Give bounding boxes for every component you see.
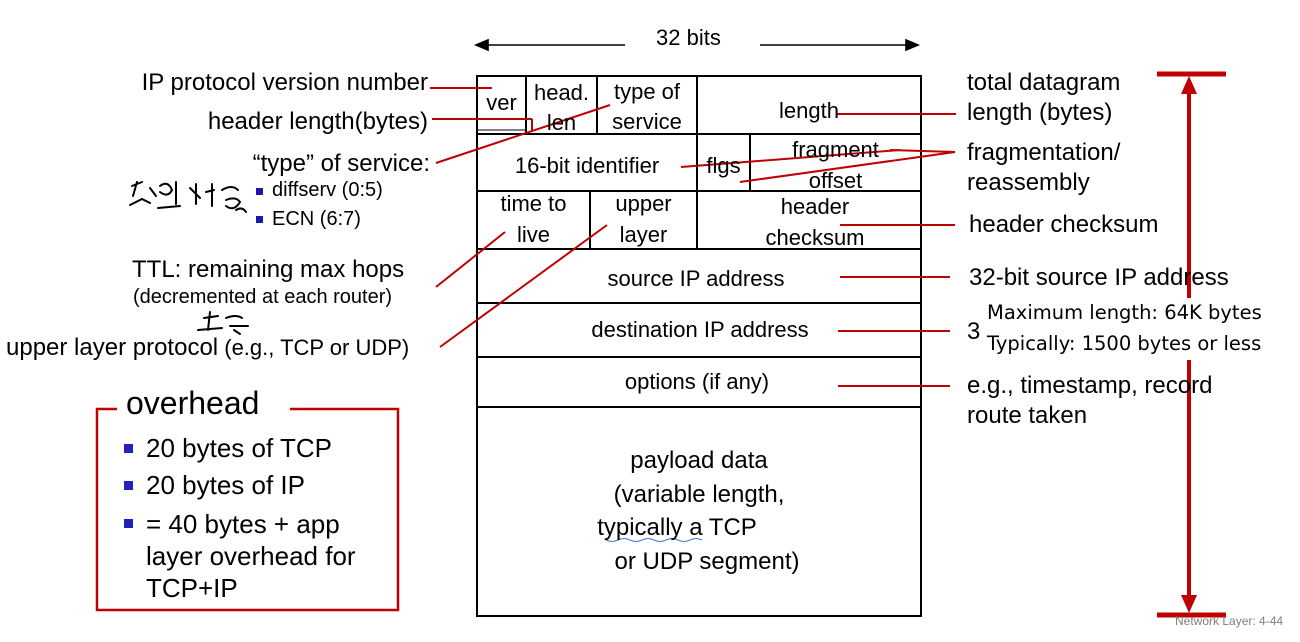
tooltip-line-2: Typically: 1500 bytes or less: [987, 332, 1262, 355]
bullet-icon: [256, 188, 263, 195]
payload-line-3: typically a TCP: [477, 511, 877, 545]
slide-number: Network Layer: 4-44: [1175, 614, 1284, 628]
field-ttl-1: time to: [500, 191, 567, 216]
label-diffserv: diffserv (0:5): [272, 179, 383, 201]
label-ttl: TTL: remaining max hops: [132, 256, 405, 283]
overhead-item-4: layer overhead for: [146, 541, 356, 571]
label-frag-1: fragmentation/: [967, 139, 1121, 166]
payload-word-typically: typically: [597, 514, 683, 541]
overhead-item-3: = 40 bytes + app: [146, 509, 340, 539]
overhead-item-1: 20 bytes of TCP: [146, 433, 332, 463]
label-ttl-note: (decremented at each router): [133, 286, 393, 308]
field-upper-1: upper: [615, 191, 672, 216]
label-total-length-1: total datagram: [967, 69, 1121, 96]
label-version: IP protocol version number: [141, 69, 428, 96]
label-upper-main: upper layer protocol: [6, 334, 219, 361]
field-frag-1: fragment: [792, 137, 879, 162]
bullet-icon: [256, 216, 263, 223]
annotation-lines: [430, 87, 956, 387]
label-tos: “type” of service:: [252, 150, 430, 177]
width-arrows: [473, 38, 921, 52]
field-destination-ip: destination IP address: [591, 317, 809, 342]
field-ver: ver: [486, 90, 517, 115]
bullet-icon: [124, 481, 133, 490]
label-upper-eg: (e.g., TCP or UDP): [218, 335, 410, 360]
label-options-1: e.g., timestamp, record: [967, 372, 1213, 399]
label-frag-2: reassembly: [967, 169, 1090, 196]
label-dest-partial: 3: [967, 318, 981, 345]
tooltip-line-1: Maximum length: 64K bytes: [987, 301, 1262, 324]
label-options-2: route taken: [967, 402, 1088, 429]
label-header-length: header length(bytes): [207, 108, 428, 135]
field-source-ip: source IP address: [607, 266, 785, 291]
bullet-icon: [124, 444, 133, 453]
field-identifier: 16-bit identifier: [514, 153, 660, 178]
field-tos-1: type of: [613, 79, 681, 104]
field-tos-2: service: [612, 109, 682, 134]
field-length: length: [779, 98, 839, 123]
field-head-len-1: head.: [533, 80, 590, 105]
overhead-item-5: TCP+IP: [146, 573, 238, 603]
field-checksum-2: checksum: [765, 225, 865, 250]
datagram-box: [476, 75, 922, 617]
label-source-ip: 32-bit source IP address: [969, 264, 1229, 291]
handwriting-scribble: [129, 181, 249, 335]
overhead-title: overhead: [126, 385, 260, 421]
payload-line-4: or UDP segment): [614, 548, 800, 575]
overhead-item-2: 20 bytes of IP: [146, 470, 305, 500]
overhead-box: [95, 407, 400, 612]
label-total-length-2: length (bytes): [967, 99, 1113, 126]
spellcheck-underline: [605, 538, 703, 542]
field-flags: flgs: [706, 153, 741, 178]
label-header-checksum: header checksum: [969, 211, 1159, 238]
width-label: 32 bits: [656, 25, 721, 50]
field-options: options (if any): [624, 369, 770, 394]
field-upper-2: layer: [619, 222, 668, 247]
payload-line-3-rest: a TCP: [682, 514, 757, 541]
label-ecn: ECN (6:7): [272, 208, 361, 230]
tooltip: Maximum length: 64K bytes Typically: 150…: [980, 298, 1296, 360]
payload-line-1: payload data: [630, 447, 768, 474]
field-head-len-2: len: [546, 110, 577, 135]
field-checksum-1: header: [780, 194, 850, 219]
bullet-icon: [124, 519, 133, 528]
label-upper-layer: upper layer protocol (e.g., TCP or UDP): [6, 334, 409, 362]
payload-line-2: (variable length,: [613, 481, 785, 508]
field-ttl-2: live: [516, 222, 550, 247]
field-frag-2: offset: [808, 168, 863, 193]
